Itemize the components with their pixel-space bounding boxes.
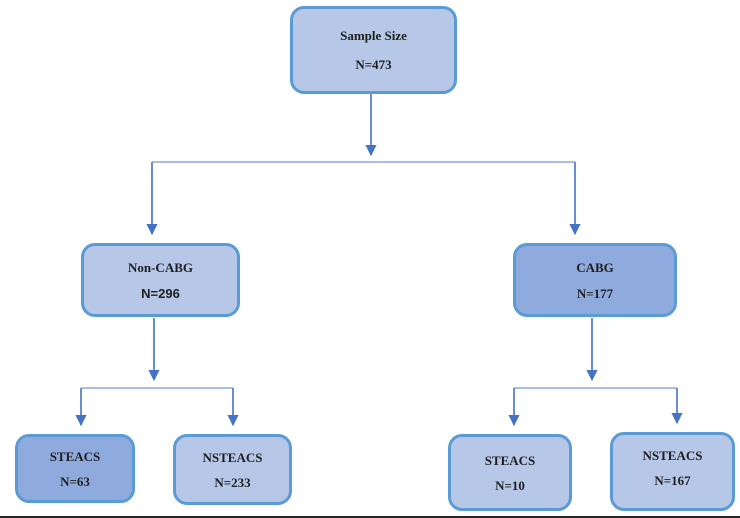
node-non-cabg-nsteacs-label: NSTEACS [202, 449, 263, 465]
node-non-cabg-steacs-label: STEACS [49, 448, 101, 464]
node-cabg-steacs-count: N=10 [495, 477, 525, 493]
node-cabg-count: N=177 [576, 285, 614, 301]
node-sample-size: Sample Size N=473 [290, 6, 457, 94]
node-cabg-nsteacs-count: N=167 [654, 472, 691, 488]
page-bottom-border [0, 516, 740, 518]
node-non-cabg-nsteacs: NSTEACS N=233 [173, 434, 292, 505]
node-cabg-nsteacs: NSTEACS N=167 [610, 432, 735, 511]
node-cabg-nsteacs-label: NSTEACS [642, 447, 703, 463]
node-sample-size-count: N=473 [355, 57, 392, 72]
node-cabg: CABG N=177 [513, 243, 677, 317]
node-non-cabg-count: N=296 [141, 285, 180, 301]
node-non-cabg-nsteacs-count: N=233 [214, 474, 251, 490]
node-cabg-steacs: STEACS N=10 [448, 434, 572, 511]
node-non-cabg-label: Non-CABG [127, 259, 193, 275]
node-non-cabg: Non-CABG N=296 [81, 243, 240, 317]
node-cabg-steacs-label: STEACS [484, 452, 536, 468]
node-cabg-label: CABG [576, 259, 614, 275]
node-non-cabg-steacs-count: N=63 [60, 473, 90, 489]
node-non-cabg-steacs: STEACS N=63 [15, 434, 135, 503]
node-sample-size-label: Sample Size [340, 28, 407, 43]
